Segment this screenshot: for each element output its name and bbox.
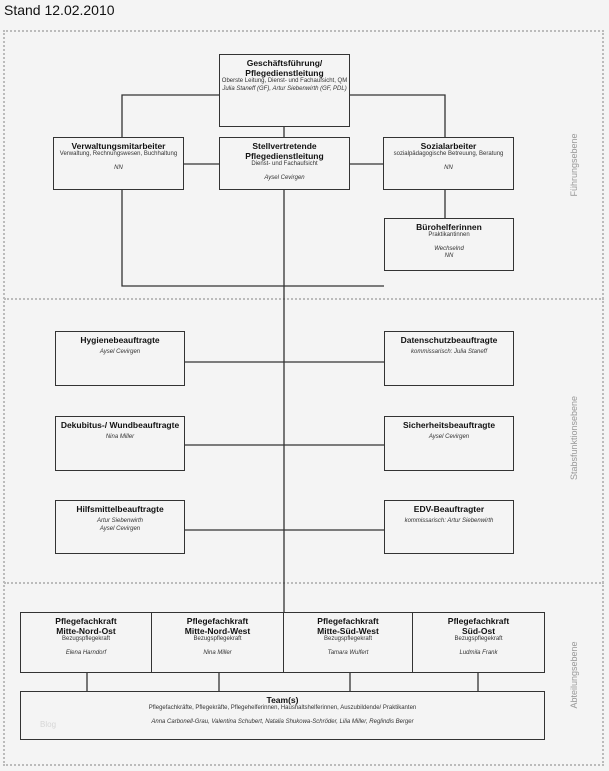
box-area: Mitte-Nord-Ost — [56, 626, 116, 636]
box-teams: Team(s) Pflegefachkräfte, Pflegekräfte, … — [20, 691, 545, 740]
connector-verwaltung-buero — [121, 190, 384, 287]
box-person: NN — [444, 253, 454, 259]
outer-frame — [3, 30, 604, 766]
box-verwaltungsmitarbeiter: Verwaltungsmitarbeiter Verwaltung, Rechn… — [53, 137, 184, 190]
box-person: Ludmila Frank — [459, 649, 498, 656]
box-person: Artur Siebenwirth — [96, 518, 144, 524]
box-area: Mitte-Süd-West — [317, 626, 379, 636]
box-person: NN — [114, 164, 123, 171]
box-title: Pflegefachkraft — [317, 616, 379, 626]
box-pflegefachkraft-mitte-nord-west: Pflegefachkraft Mitte-Nord-West Bezugspf… — [151, 612, 284, 673]
box-edv-beauftragter: EDV-Beauftragter kommissarisch: Artur Si… — [384, 500, 514, 554]
box-subtitle: Bezugspflegekraft — [193, 636, 242, 642]
box-pflegefachkraft-mitte-nord-ost: Pflegefachkraft Mitte-Nord-Ost Bezugspfl… — [20, 612, 152, 673]
box-hygienebeauftragte: Hygienebeauftragte Aysel Cevirgen — [55, 331, 185, 386]
box-stellvertretende-pdl: Stellvertretende Pflegedienstleitung Die… — [219, 137, 350, 190]
box-subtitle: Praktikantinnen — [428, 232, 470, 238]
box-person: Nina Miller — [203, 649, 232, 656]
box-buerohelferinnen: Bürohelferinnen Praktikantinnen Wechseln… — [384, 218, 514, 271]
box-dekubitusbeauftragte: Dekubitus-/ Wundbeauftragte Nina Miller — [55, 416, 185, 471]
box-person: Anna Carbonell-Grau, Valentina Schubert,… — [151, 718, 414, 725]
box-title: Verwaltungsmitarbeiter — [71, 141, 166, 151]
box-title: Hilfsmittelbeauftragte — [76, 504, 164, 514]
level-label-fuehrungsebene: Führungsebene — [569, 133, 579, 197]
box-person: Wechselnd — [434, 245, 464, 252]
box-person: kommissarisch: Julia Staneff — [410, 349, 488, 355]
box-title: Geschäftsführung/ Pflegedienstleitung — [245, 58, 324, 78]
box-pflegefachkraft-mitte-sued-west: Pflegefachkraft Mitte-Süd-West Bezugspfl… — [283, 612, 413, 673]
box-area: Süd-Ost — [461, 626, 496, 636]
box-subtitle: sozialpädagogische Betreuung, Beratung — [393, 151, 504, 157]
box-geschaeftsfuehrung: Geschäftsführung/ Pflegedienstleitung Ob… — [219, 54, 350, 127]
box-sozialarbeiter: Sozialarbeiter sozialpädagogische Betreu… — [383, 137, 514, 190]
box-subtitle: Oberste Leitung, Dienst- und Fachaufsich… — [221, 78, 348, 84]
box-title: Stellvertretende Pflegedienstleitung — [245, 141, 324, 161]
box-person: Elena Harndorf — [65, 649, 107, 656]
box-title: Pflegefachkraft — [55, 616, 117, 626]
box-title: Datenschutzbeauftragte — [400, 335, 498, 345]
box-title: Pflegefachkraft — [186, 616, 249, 626]
box-pflegefachkraft-sued-ost: Pflegefachkraft Süd-Ost Bezugspflegekraf… — [412, 612, 545, 673]
level-divider — [4, 298, 604, 300]
box-title: Dekubitus-/ Wundbeauftragte — [60, 420, 180, 430]
box-person: kommissarisch: Artur Siebenwirth — [404, 518, 494, 524]
box-subtitle: Pflegefachkräfte, Pflegekräfte, Pflegehe… — [148, 705, 417, 711]
box-datenschutzbeauftragte: Datenschutzbeauftragte kommissarisch: Ju… — [384, 331, 514, 386]
box-person: Aysel Cevirgen — [99, 525, 141, 532]
box-title: Pflegefachkraft — [447, 616, 510, 626]
level-label-abteilungsebene: Abteilungsebene — [569, 641, 579, 709]
level-divider — [4, 582, 604, 584]
box-person: Aysel Cevirgen — [428, 434, 470, 440]
box-sicherheitsbeauftragte: Sicherheitsbeauftragte Aysel Cevirgen — [384, 416, 514, 471]
box-title: Bürohelferinnen — [416, 222, 482, 232]
box-subtitle: Dienst- und Fachaufsicht — [251, 161, 318, 167]
box-person: Nina Miller — [105, 434, 135, 440]
box-subtitle: Bezugspflegekraft — [61, 636, 111, 642]
connector-gf-sozial — [350, 94, 446, 137]
box-title: Hygienebeauftragte — [80, 335, 160, 345]
box-person: Aysel Cevirgen — [99, 349, 141, 355]
box-person: Aysel Cevirgen — [264, 174, 305, 181]
box-person: Tamara Wulfert — [327, 649, 369, 656]
box-person: NN — [444, 164, 453, 171]
box-subtitle: Verwaltung, Rechnungswesen, Buchhaltung — [59, 151, 178, 157]
box-person: Julia Staneff (GF), Artur Siebenwirth (G… — [222, 85, 347, 92]
box-title: Sozialarbeiter — [420, 141, 477, 151]
box-hilfsmittelbeauftragte: Hilfsmittelbeauftragte Artur Siebenwirth… — [55, 500, 185, 554]
box-subtitle: Bezugspflegekraft — [454, 636, 503, 642]
connector-gf-verwaltung — [121, 94, 219, 137]
level-label-stabsfunktionsebene: Stabsfunktionsebene — [569, 395, 579, 481]
box-title: Team(s) — [266, 695, 299, 705]
box-area: Mitte-Nord-West — [184, 626, 251, 636]
box-title: Sicherheitsbeauftragte — [402, 420, 496, 430]
box-title: EDV-Beauftragter — [413, 504, 485, 514]
box-subtitle: Bezugspflegekraft — [323, 636, 373, 642]
watermark: Blog — [40, 720, 57, 729]
date-title: Stand 12.02.2010 — [4, 2, 115, 18]
